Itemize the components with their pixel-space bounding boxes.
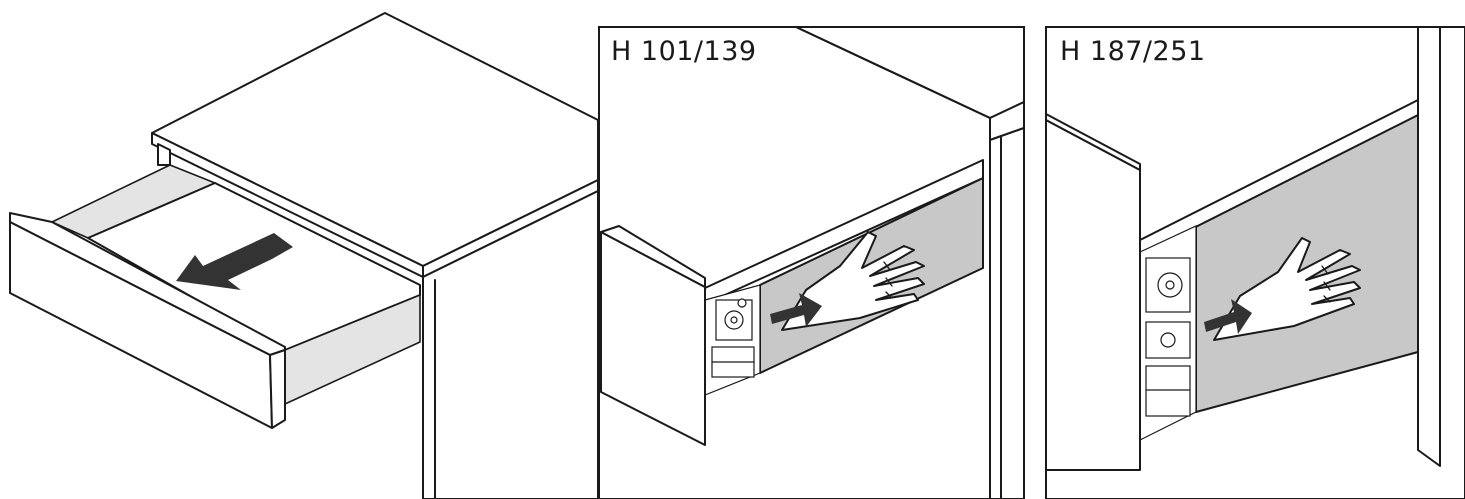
runner-mechanism-icon [704, 284, 761, 396]
panel-label-h187-251: H 187/251 [1060, 36, 1206, 67]
arrow-pull-icon [176, 233, 293, 290]
cabinet-side [422, 190, 599, 499]
runner-mechanism-icon [1139, 225, 1197, 441]
drawer-front [1045, 119, 1141, 471]
panel-drawer-open [9, 12, 599, 499]
panel-label-h101-139: H 101/139 [611, 36, 757, 67]
arrow-push-icon [1204, 299, 1252, 334]
panel-h101-139: H 101/139 [598, 26, 1025, 499]
panel-h187-251: H 187/251 [1045, 26, 1465, 499]
arrow-push-icon [770, 293, 822, 327]
